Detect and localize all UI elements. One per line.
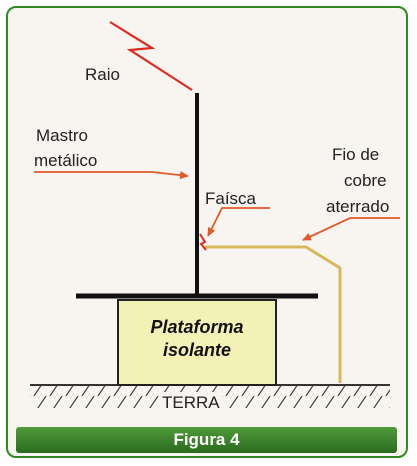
platform-label-line2: isolante <box>162 340 232 360</box>
mastro-arrow <box>34 171 189 180</box>
figure-caption: Figura 4 <box>173 430 240 449</box>
fio-arrow <box>302 217 400 241</box>
copper-ground-wire <box>205 245 342 383</box>
fio-label-line3: aterrado <box>326 197 390 216</box>
raio-label: Raio <box>85 65 120 84</box>
faisca-label: Faísca <box>205 189 257 208</box>
faisca-arrow <box>207 207 270 237</box>
caption-bar: Figura 4 <box>16 427 397 453</box>
terra-label: TERRA <box>160 392 222 413</box>
fio-label-line1: Fio de <box>332 145 380 164</box>
mastro-label-line2: metálico <box>34 151 98 170</box>
mastro-label-line1: Mastro <box>36 126 88 145</box>
spark-icon <box>199 233 207 251</box>
platform-label-line1: Plataforma <box>150 317 244 337</box>
lightning-bolt <box>109 21 193 91</box>
platform-label: Plataforma isolante <box>118 316 276 362</box>
fio-label-line2: cobre <box>344 171 387 190</box>
insulating-platform <box>117 299 277 386</box>
